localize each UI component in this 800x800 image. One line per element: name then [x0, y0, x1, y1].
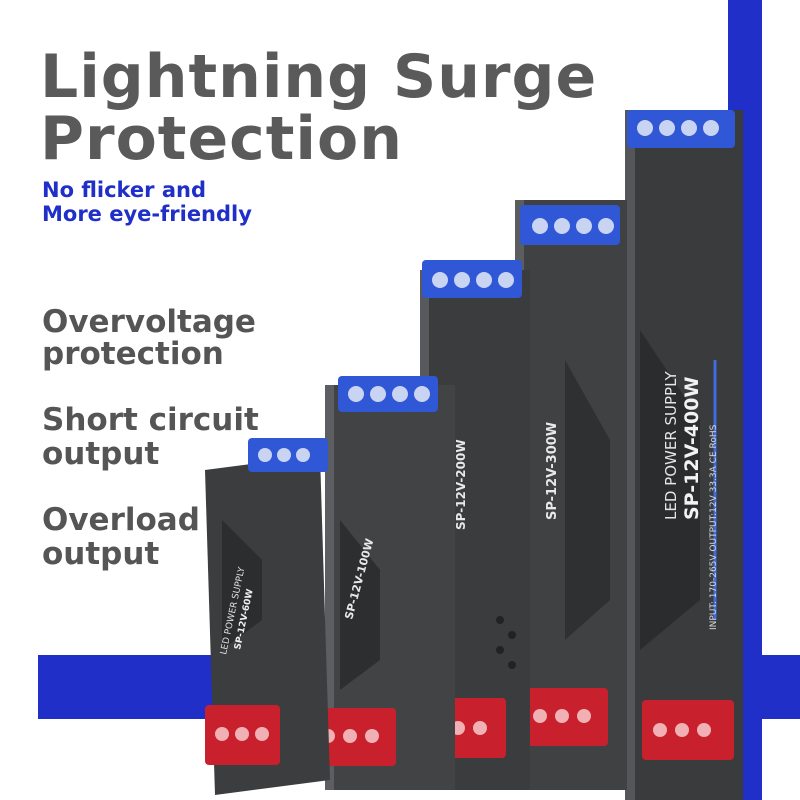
subheadline-line-2: More eye-friendly [42, 202, 252, 226]
feature-overload-line-1: Overload [42, 502, 200, 538]
feature-short-circuit-line-2: output [42, 436, 160, 472]
headline-line-1: Lightning Surge [40, 42, 598, 112]
feature-overvoltage-line-2: protection [42, 336, 224, 372]
product-label-400w: LED POWER SUPPLY [662, 371, 680, 520]
product-spec-400w: INPUT: 170-265V OUTPUT:12V 33.3A CE RoHS [709, 424, 719, 630]
subheadline-line-1: No flicker and [42, 178, 206, 202]
feature-overvoltage-line-1: Overvoltage [42, 304, 256, 340]
product-model-200w: SP-12V-200W [454, 439, 468, 530]
product-model-400w: SP-12V-400W [681, 377, 703, 520]
power-supply-400w [625, 110, 743, 800]
power-supply-60w [205, 438, 330, 795]
power-supply-100w [310, 376, 455, 790]
feature-overload-line-2: output [42, 536, 160, 572]
headline-line-2: Protection [40, 104, 403, 174]
feature-short-circuit-line-1: Short circuit [42, 402, 259, 438]
power-supply-300w [515, 200, 627, 790]
product-model-300w: SP-12V-300W [545, 422, 560, 520]
